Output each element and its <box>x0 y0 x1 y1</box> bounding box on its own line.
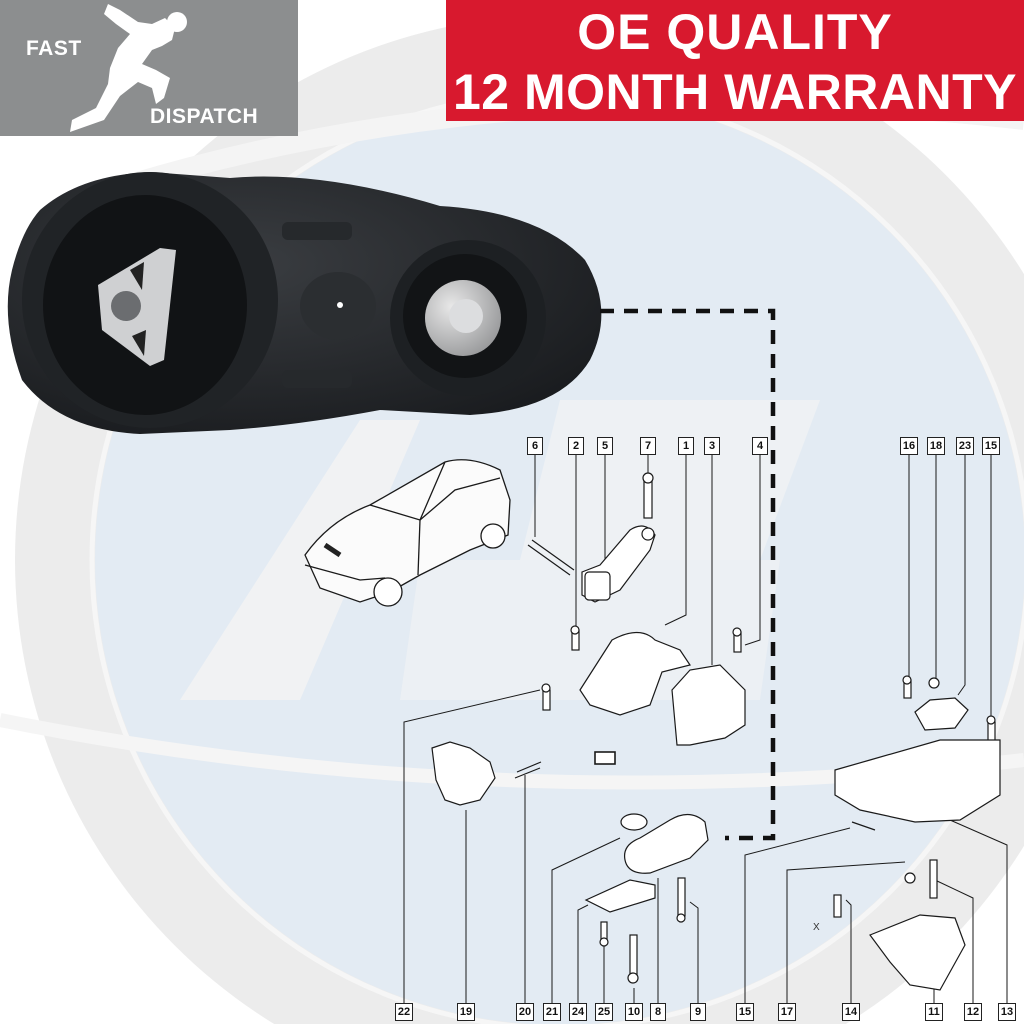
callout-10: 10 <box>625 1003 643 1021</box>
callout-18: 18 <box>927 437 945 455</box>
oe-quality-text: OE QUALITY <box>577 4 893 60</box>
callout-2: 2 <box>568 437 584 455</box>
callout-9: 9 <box>690 1003 706 1021</box>
callout-3: 3 <box>704 437 720 455</box>
callout-1: 1 <box>678 437 694 455</box>
part-engine-mount-bracket <box>579 631 691 716</box>
part-24-plate <box>584 879 656 913</box>
warranty-text: 12 MONTH WARRANTY <box>452 64 1018 120</box>
callout-16: 16 <box>900 437 918 455</box>
callout-7: 7 <box>640 437 656 455</box>
callout-6: 6 <box>527 437 543 455</box>
callout-21: 21 <box>543 1003 561 1021</box>
callout-20: 20 <box>516 1003 534 1021</box>
dispatch-text: DISPATCH <box>150 105 259 128</box>
callout-13: 13 <box>998 1003 1016 1021</box>
part-torque-rod <box>581 525 656 603</box>
callout-15-top: 15 <box>982 437 1000 455</box>
callout-12: 12 <box>964 1003 982 1021</box>
callout-24: 24 <box>569 1003 587 1021</box>
car-drawing <box>304 459 511 607</box>
fast-text: FAST <box>26 37 82 60</box>
callout-25: 25 <box>595 1003 613 1021</box>
callout-4: 4 <box>752 437 768 455</box>
part-washer <box>620 813 648 831</box>
callout-23: 23 <box>956 437 974 455</box>
callout-17: 17 <box>778 1003 796 1021</box>
bolts <box>514 472 996 984</box>
callout-22: 22 <box>395 1003 413 1021</box>
callout-15-bottom: 15 <box>736 1003 754 1021</box>
callout-5: 5 <box>597 437 613 455</box>
running-man-icon <box>70 4 187 132</box>
part-18-mount <box>914 697 969 731</box>
part-subframe-bracket <box>834 739 1001 823</box>
part-gearbox-mount <box>671 664 746 746</box>
callout-8: 8 <box>650 1003 666 1021</box>
leader-lines <box>403 453 1008 1003</box>
part-11-bracket <box>869 914 966 991</box>
callout-19: 19 <box>457 1003 475 1021</box>
callout-11: 11 <box>925 1003 943 1021</box>
fast-dispatch-badge: FAST DISPATCH <box>0 0 298 136</box>
dashed-leader-line <box>600 308 776 841</box>
part-lower-torque-mount <box>623 813 709 874</box>
x-marker: X <box>813 922 820 933</box>
oe-quality-badge: OE QUALITY 12 MONTH WARRANTY <box>446 0 1024 121</box>
callout-14: 14 <box>842 1003 860 1021</box>
part-19-bracket <box>431 741 496 806</box>
